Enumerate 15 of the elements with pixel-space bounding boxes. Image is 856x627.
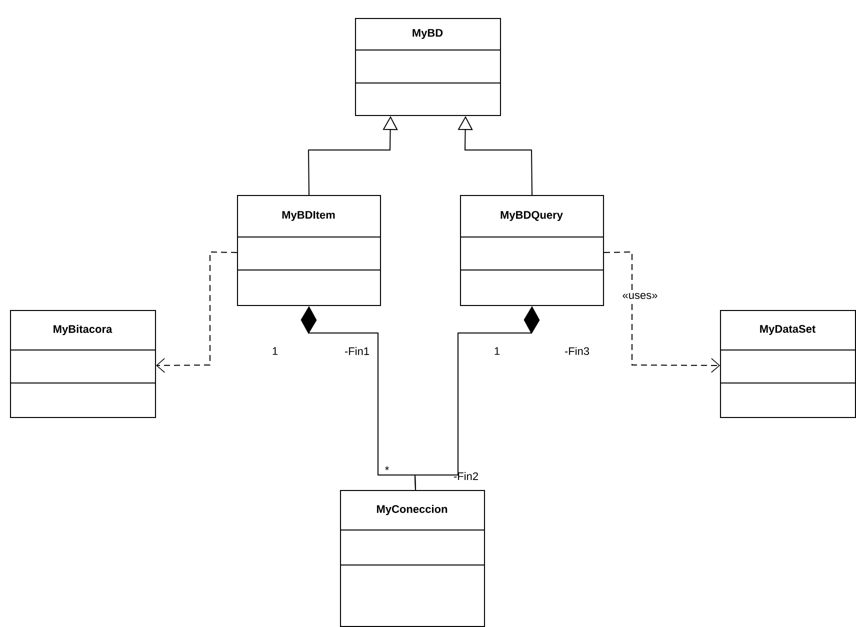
class-box: MyBDItem xyxy=(236,195,381,306)
multiplicity-label: 1 xyxy=(272,347,278,355)
multiplicity-label: 1 xyxy=(494,347,500,355)
class-box: MyBitacora xyxy=(10,310,156,418)
multiplicity-label: -Fin3 xyxy=(564,346,590,356)
multiplicity-label: * xyxy=(385,466,389,470)
edge-label: «uses» xyxy=(621,292,659,300)
multiplicity-label: -Fin2 xyxy=(454,472,478,480)
class-box: MyBDQuery xyxy=(460,195,604,306)
dependency-arrow xyxy=(604,252,720,373)
multiplicity-label: -Fin1 xyxy=(344,347,369,355)
dependency-arrow xyxy=(156,252,238,373)
class-box: MyBD xyxy=(354,18,501,116)
class-box: MyDataSet xyxy=(720,310,856,418)
class-box: MyConeccion xyxy=(340,490,485,627)
